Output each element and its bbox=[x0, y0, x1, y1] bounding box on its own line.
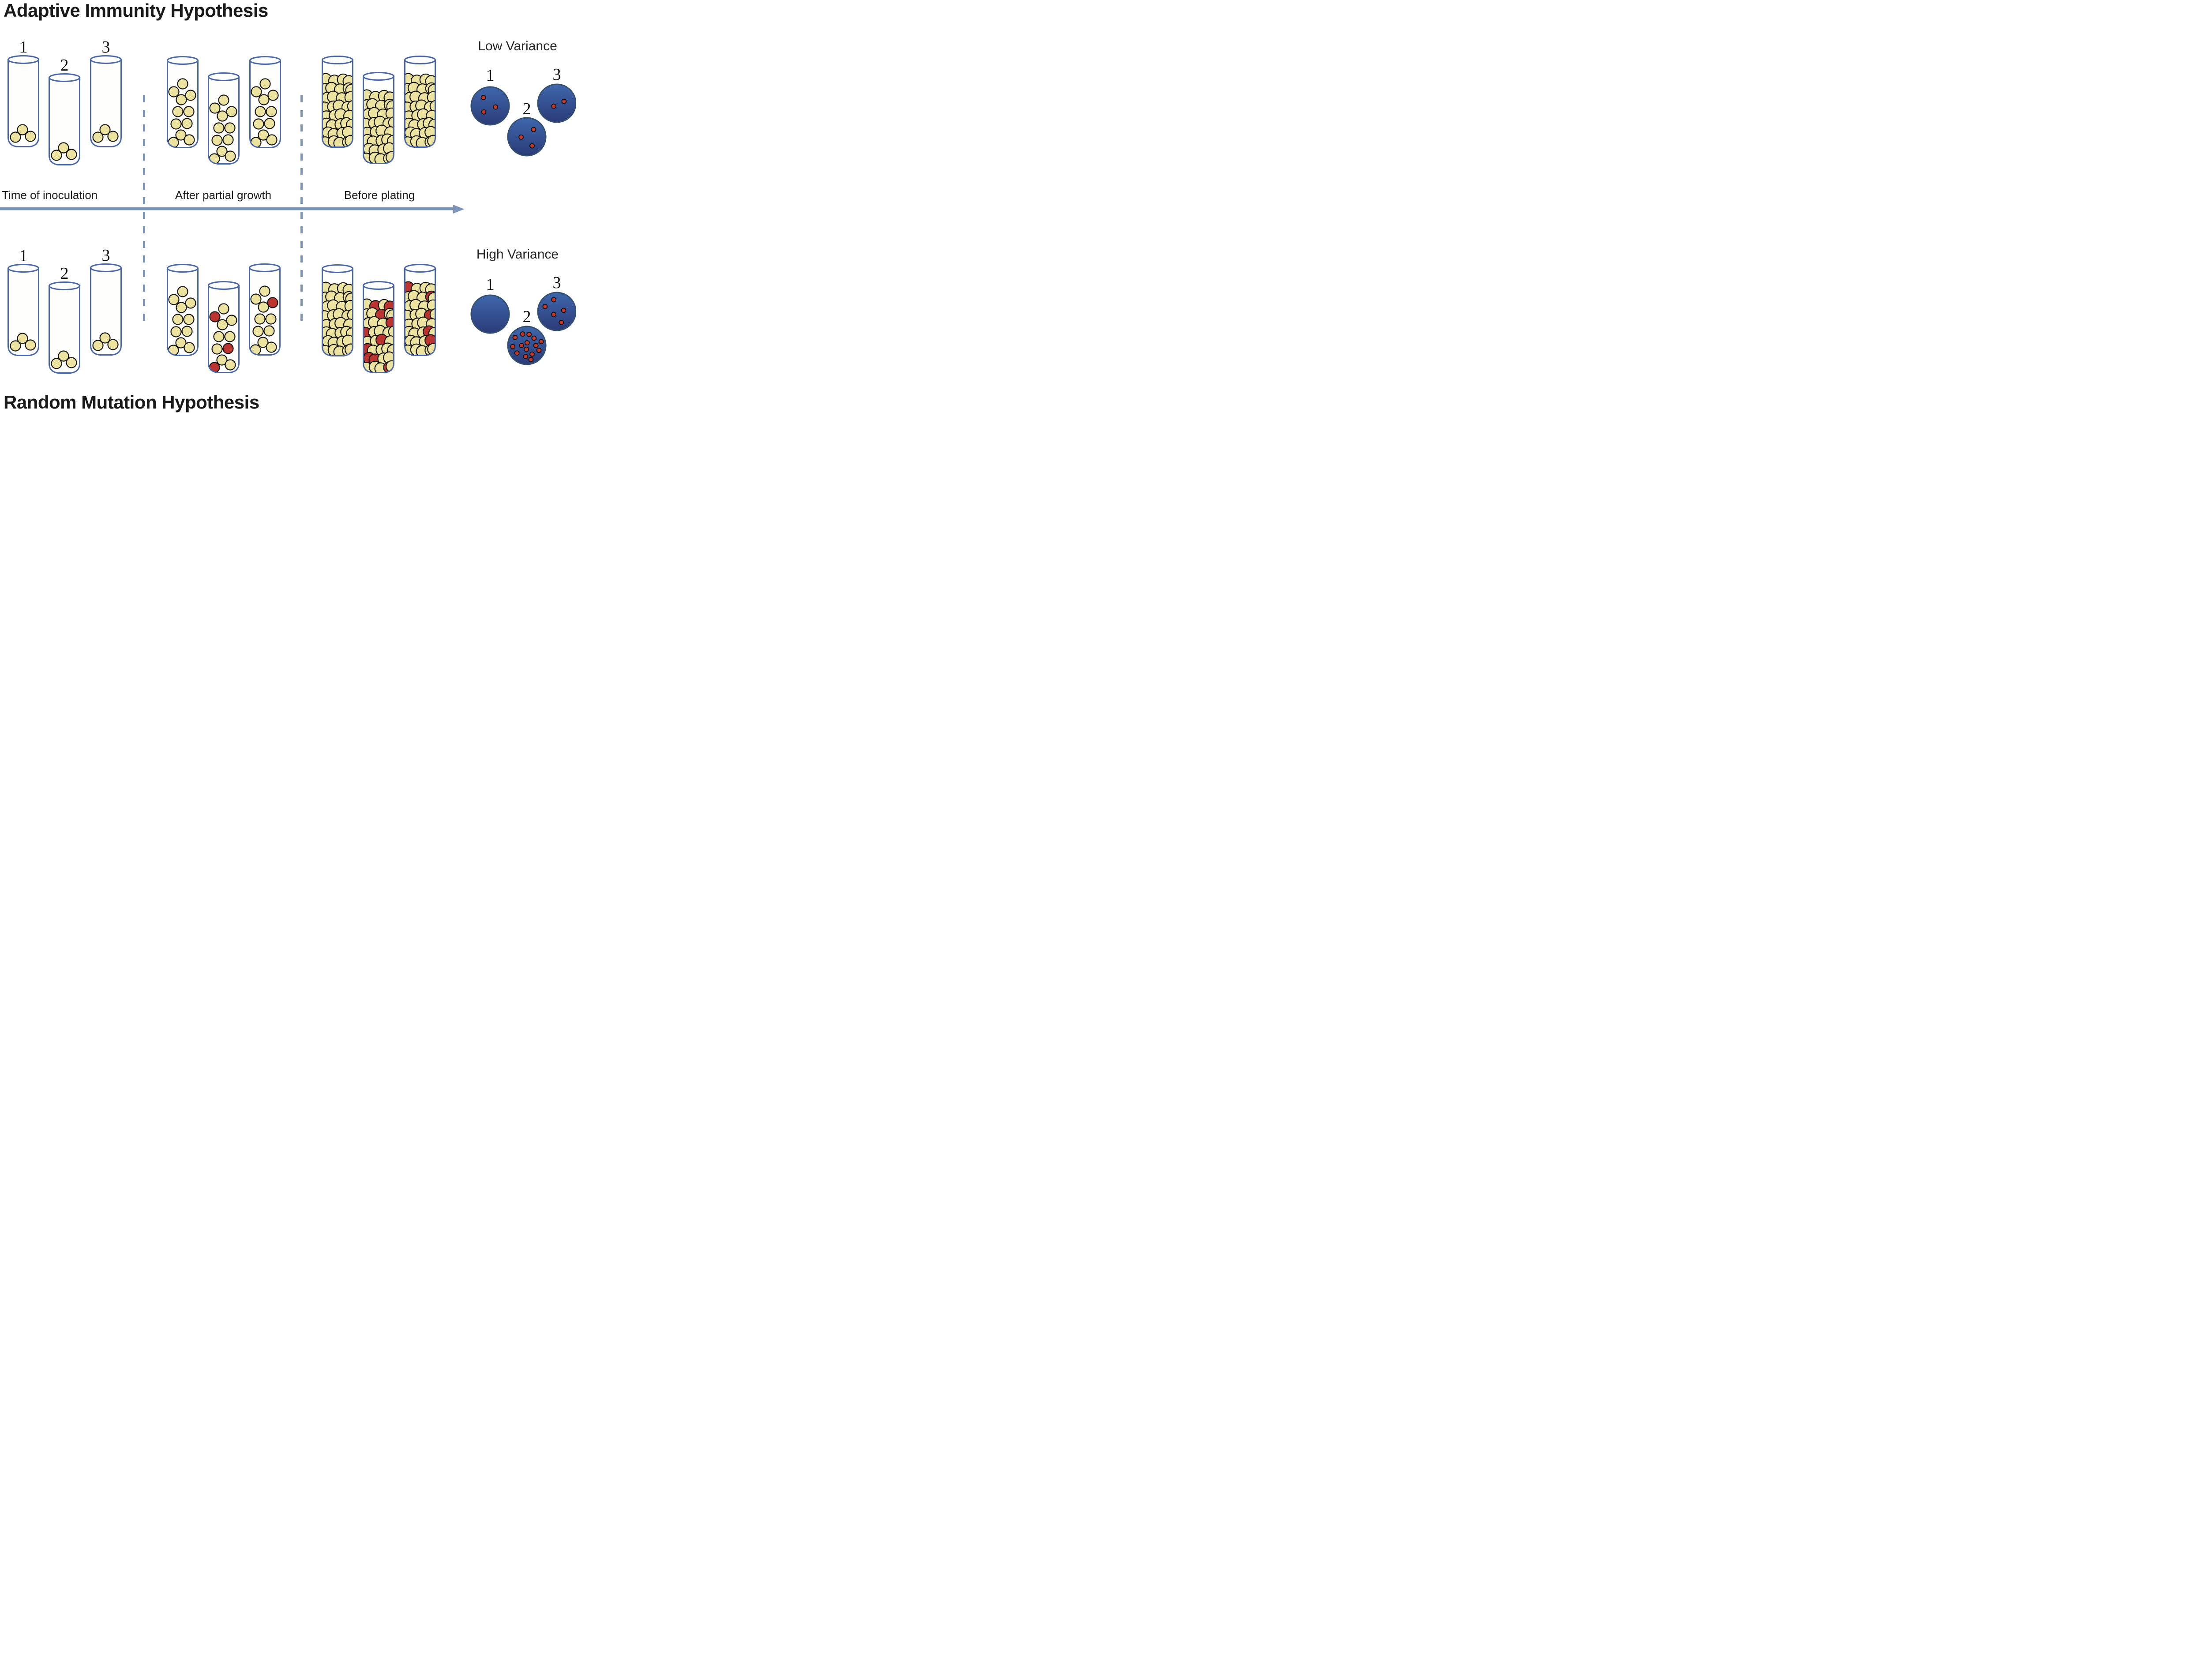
culture-tube-adaptive-growth-1 bbox=[167, 56, 199, 148]
culture-tube-adaptive-plating-1 bbox=[322, 56, 353, 148]
dish-number-label-high-3: 3 bbox=[552, 274, 561, 292]
tube-number-label-random-3: 3 bbox=[101, 246, 110, 265]
low-variance-label: Low Variance bbox=[478, 39, 557, 53]
tube-number-label-adaptive-2: 2 bbox=[60, 56, 69, 75]
culture-tube-random-growth-1 bbox=[167, 264, 199, 356]
culture-tube-random-growth-2 bbox=[208, 281, 240, 373]
petri-dish-low-variance-3 bbox=[537, 83, 576, 123]
stage-label-after-partial-growth: After partial growth bbox=[175, 188, 272, 202]
dish-number-label-high-1: 1 bbox=[486, 275, 495, 294]
stage-label-time-of-inoculation: Time of inoculation bbox=[2, 188, 98, 202]
high-variance-label: High Variance bbox=[476, 247, 559, 262]
culture-tube-random-plating-3 bbox=[404, 264, 436, 356]
tube-number-label-adaptive-3: 3 bbox=[101, 38, 110, 56]
culture-tube-random-inoculation-2 bbox=[49, 281, 80, 374]
culture-tube-adaptive-inoculation-2 bbox=[49, 73, 80, 165]
culture-tube-adaptive-growth-2 bbox=[208, 72, 240, 165]
culture-tube-random-inoculation-1 bbox=[8, 264, 39, 356]
dish-number-label-low-2: 2 bbox=[522, 100, 531, 118]
page-title-adaptive-hypothesis: Adaptive Immunity Hypothesis bbox=[4, 0, 268, 21]
culture-tube-adaptive-growth-3 bbox=[249, 56, 281, 148]
culture-tube-random-growth-3 bbox=[249, 263, 281, 356]
page-title-random-mutation-hypothesis: Random Mutation Hypothesis bbox=[4, 392, 259, 412]
dish-number-label-low-1: 1 bbox=[486, 66, 495, 85]
culture-tube-random-plating-1 bbox=[322, 264, 353, 356]
tube-number-label-adaptive-1: 1 bbox=[19, 38, 28, 56]
culture-tube-random-inoculation-3 bbox=[90, 263, 122, 356]
dish-number-label-low-3: 3 bbox=[552, 65, 561, 84]
culture-tube-adaptive-plating-2 bbox=[363, 72, 394, 164]
timeline-arrow bbox=[0, 205, 465, 214]
dish-number-label-high-2: 2 bbox=[522, 308, 531, 326]
petri-dish-low-variance-2 bbox=[507, 117, 547, 157]
culture-tube-random-plating-2 bbox=[363, 281, 394, 373]
tube-number-label-random-1: 1 bbox=[19, 247, 28, 265]
petri-dish-high-variance-2 bbox=[507, 326, 547, 365]
tube-number-label-random-2: 2 bbox=[60, 264, 69, 283]
culture-tube-adaptive-inoculation-1 bbox=[8, 55, 39, 147]
petri-dish-high-variance-3 bbox=[537, 292, 576, 331]
stage-label-before-plating: Before plating bbox=[344, 188, 415, 202]
petri-dish-high-variance-1 bbox=[470, 294, 510, 334]
luria-delbruck-diagram: Adaptive Immunity Hypothesis Random Muta… bbox=[0, 0, 576, 420]
petri-dish-low-variance-1 bbox=[470, 86, 510, 126]
culture-tube-adaptive-plating-3 bbox=[404, 56, 436, 148]
culture-tube-adaptive-inoculation-3 bbox=[90, 55, 122, 147]
